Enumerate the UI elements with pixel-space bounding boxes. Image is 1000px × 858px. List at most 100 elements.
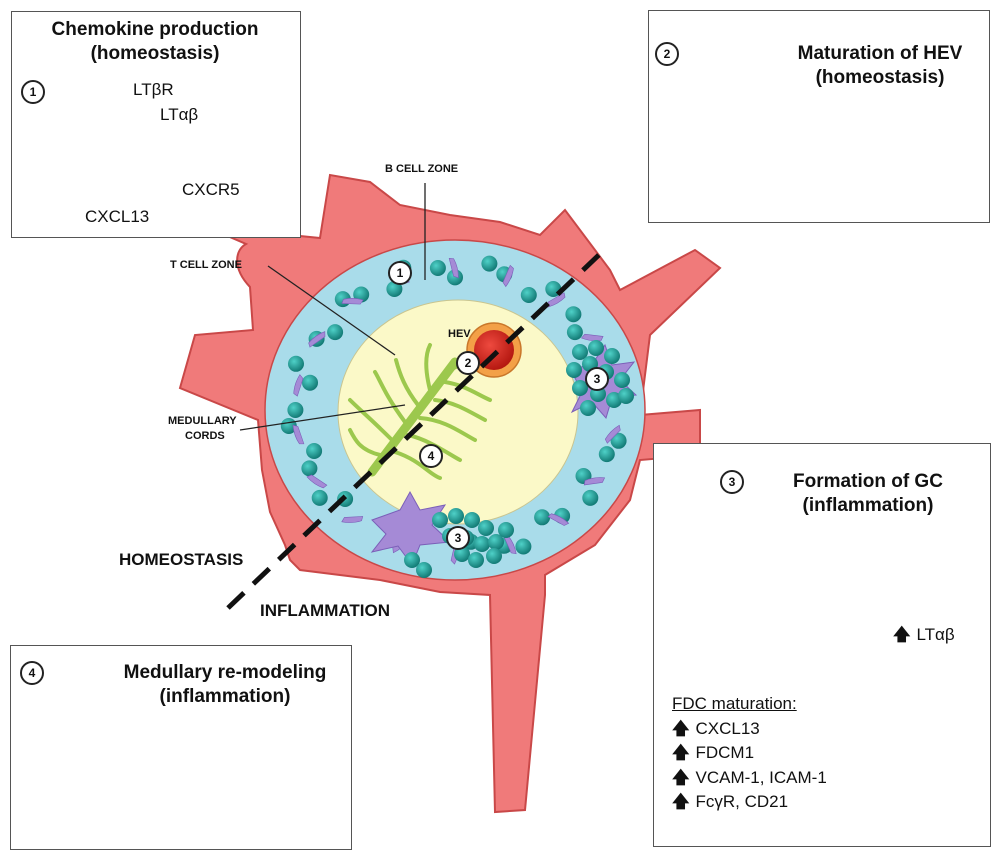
panel-3-badge: 3 bbox=[720, 470, 744, 494]
fdc-item: 🡅CXCL13 bbox=[672, 718, 760, 738]
b-cell bbox=[481, 255, 498, 272]
stromal-cell bbox=[502, 264, 514, 288]
b-cell bbox=[432, 512, 448, 528]
b-cell bbox=[598, 446, 615, 463]
b-cell bbox=[498, 522, 514, 538]
b-cell bbox=[610, 432, 627, 449]
ltab-label: LTαβ bbox=[160, 105, 199, 124]
stromal-cell bbox=[292, 424, 305, 445]
b-cell bbox=[386, 281, 403, 297]
hev-vessel bbox=[466, 322, 522, 378]
b-cell bbox=[478, 520, 494, 536]
node-badge-4: 4 bbox=[419, 444, 443, 468]
b-cell bbox=[614, 372, 630, 388]
ltbr-label: LTβR bbox=[133, 80, 174, 99]
panel-1-title-line2: (homeostasis) bbox=[90, 43, 220, 64]
up-arrow-icon: 🡅 bbox=[672, 718, 690, 738]
b-cell bbox=[566, 324, 583, 341]
b-cell bbox=[454, 546, 470, 562]
panel-4-title-line2: (inflammation) bbox=[159, 686, 291, 707]
b-cell bbox=[515, 538, 532, 555]
lymph-node bbox=[178, 173, 722, 814]
node-badge-3-right: 3 bbox=[585, 367, 609, 391]
b-cell bbox=[468, 552, 484, 568]
panel-2-title-line2: (homeostasis) bbox=[815, 67, 945, 88]
b-cell bbox=[327, 324, 344, 341]
b-cell bbox=[488, 534, 504, 550]
panel-3-title-line1: Formation of GC bbox=[793, 471, 943, 492]
gc-ltab-text: LTαβ bbox=[916, 625, 955, 644]
node-badge-2: 2 bbox=[456, 351, 480, 375]
stromal-cell bbox=[547, 513, 570, 526]
b-cell bbox=[306, 443, 323, 459]
b-cell bbox=[588, 340, 604, 356]
stromal-cell bbox=[604, 424, 621, 444]
b-cell bbox=[287, 402, 304, 418]
b-cell bbox=[474, 536, 490, 552]
cxcl13-label: CXCL13 bbox=[85, 207, 150, 226]
b-cell bbox=[618, 388, 634, 404]
b-cell bbox=[447, 269, 463, 286]
fdc-maturation-list: FDC maturation: 🡅CXCL13 🡅FDCM1 🡅VCAM-1, … bbox=[672, 692, 827, 815]
node-badge-1: 1 bbox=[388, 261, 412, 285]
up-arrow-icon: 🡅 bbox=[672, 743, 690, 762]
stromal-cell bbox=[308, 331, 326, 348]
b-cell bbox=[448, 508, 464, 524]
b-cell bbox=[580, 400, 596, 416]
b-cell bbox=[311, 489, 328, 506]
stromal-cell bbox=[448, 257, 459, 279]
b-cell-zone-label: B CELL ZONE bbox=[385, 163, 459, 175]
dc-label: DC bbox=[715, 85, 739, 102]
stromal-cell bbox=[306, 474, 328, 489]
fdc-heading: FDC maturation: bbox=[672, 694, 797, 713]
inflammation-label: INFLAMMATION bbox=[260, 601, 390, 620]
stromal-cell bbox=[583, 477, 606, 486]
panel-3-title-line2: (inflammation) bbox=[802, 495, 934, 516]
b-cell bbox=[520, 287, 537, 303]
panel-1-badge: 1 bbox=[21, 80, 45, 104]
b-cell bbox=[404, 552, 420, 568]
stromal-cell bbox=[503, 535, 517, 555]
panel-gc-formation bbox=[653, 443, 991, 847]
up-arrow-icon: 🡅 bbox=[672, 767, 690, 787]
b-cell bbox=[464, 512, 480, 528]
panel-2-title-line1: Maturation of HEV bbox=[797, 43, 963, 64]
b-cell bbox=[582, 489, 599, 506]
cxcr5-label: CXCR5 bbox=[182, 180, 240, 199]
stromal-cell bbox=[341, 516, 364, 523]
b-cell bbox=[302, 374, 318, 391]
b-cell bbox=[565, 306, 582, 323]
b-cell bbox=[566, 362, 582, 378]
pointer-lines bbox=[239, 183, 426, 431]
b-cell bbox=[301, 460, 318, 477]
medullary-cords-label-2: CORDS bbox=[185, 430, 225, 442]
stromal-cell bbox=[293, 374, 304, 397]
medullary-cords-label-1: MEDULLARY bbox=[168, 415, 237, 427]
panel-chemokine-production bbox=[11, 11, 301, 238]
gc-ltab-label: 🡅 LTαβ bbox=[893, 622, 955, 651]
homeostasis-label: HOMEOSTASIS bbox=[119, 550, 244, 569]
panel-2-badge: 2 bbox=[655, 42, 679, 66]
b-cell bbox=[534, 509, 551, 526]
stromal-cell bbox=[341, 297, 364, 305]
b-cell bbox=[572, 344, 588, 360]
node-badge-3-bottom: 3 bbox=[446, 526, 470, 550]
b-cell bbox=[288, 355, 304, 372]
b-cell bbox=[486, 548, 502, 564]
panel-4-badge: 4 bbox=[20, 661, 44, 685]
fdc-item: 🡅FcγR, CD21 bbox=[672, 792, 789, 811]
panel-hev-maturation bbox=[648, 10, 990, 223]
up-arrow-icon: 🡅 bbox=[893, 625, 911, 644]
panel-1-title-line1: Chemokine production bbox=[51, 19, 259, 40]
fdc-item: 🡅VCAM-1, ICAM-1 bbox=[672, 767, 827, 787]
b-cell bbox=[572, 380, 588, 396]
b-cell bbox=[416, 562, 432, 578]
homeostasis-inflammation-divider bbox=[226, 250, 604, 610]
hev-label: HEV bbox=[448, 328, 471, 340]
b-cell bbox=[604, 348, 620, 364]
b-cell bbox=[429, 260, 446, 276]
germinal-center-bottom bbox=[370, 490, 514, 578]
panel-medullary-remodeling bbox=[10, 645, 352, 850]
t-cell-zone-label: T CELL ZONE bbox=[170, 259, 242, 271]
